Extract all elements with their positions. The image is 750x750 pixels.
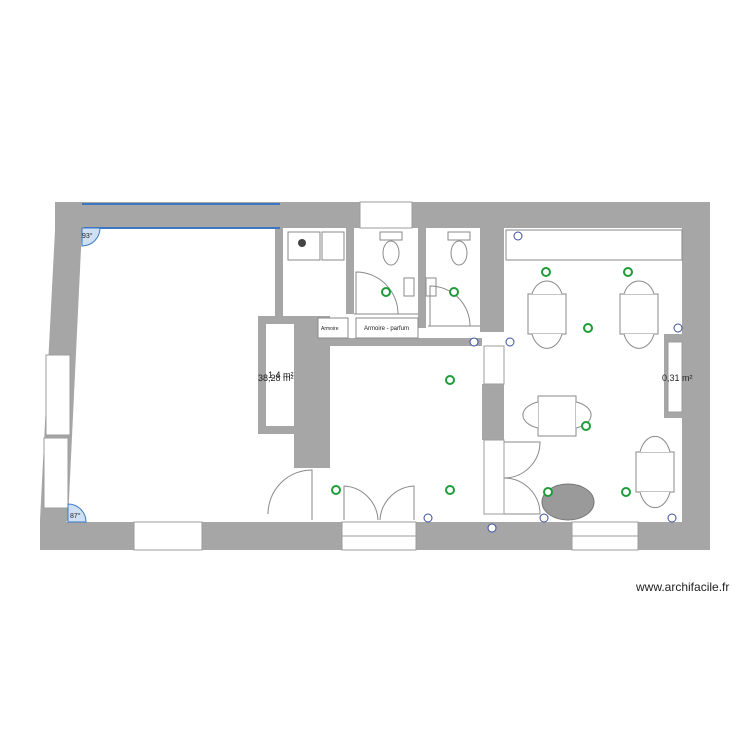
wall-inner-c xyxy=(258,316,266,434)
light-fixture-icon xyxy=(543,487,553,497)
sink-icon xyxy=(425,277,437,297)
window-top xyxy=(359,201,413,229)
doors xyxy=(267,441,541,521)
power-outlet-icon xyxy=(487,523,497,533)
table-2 xyxy=(619,293,659,335)
counter xyxy=(505,229,683,261)
door-mid-1 xyxy=(503,441,541,479)
area-label-overlap: 1,4 m² xyxy=(268,370,294,380)
window-left-1 xyxy=(45,354,71,436)
cabinet-small-label: Armoire xyxy=(321,326,339,332)
wall-inner-j xyxy=(482,384,504,440)
chair-2b xyxy=(623,333,655,349)
wall-inner-f xyxy=(320,338,482,346)
power-outlet-icon xyxy=(469,337,479,347)
watermark: www.archifacile.fr xyxy=(636,580,730,594)
light-fixture-icon xyxy=(621,487,631,497)
light-fixture-icon xyxy=(381,287,391,297)
angle-marker-bottom xyxy=(67,503,87,523)
door-wc-1 xyxy=(355,271,399,315)
wall-inner-g xyxy=(346,228,354,314)
angle-label-bottom: 87° xyxy=(70,512,81,520)
door-double-left xyxy=(343,485,379,521)
chair-4a xyxy=(639,435,671,453)
washing-unit xyxy=(287,231,321,261)
window-left-2 xyxy=(43,437,69,509)
angle-label-top: 93° xyxy=(82,232,93,240)
door-left-room xyxy=(267,469,313,515)
cabinet-large xyxy=(355,317,419,339)
table-3 xyxy=(537,395,577,437)
wall-right xyxy=(682,202,710,550)
window-mid-v1 xyxy=(483,345,505,385)
utility-room xyxy=(287,231,345,261)
chair-2a xyxy=(623,280,655,295)
wall-inner-a xyxy=(275,228,283,316)
door-double-right xyxy=(379,485,415,521)
window-bottom-1 xyxy=(133,521,203,551)
furniture xyxy=(522,280,675,521)
chair-1a xyxy=(531,280,563,295)
light-fixture-icon xyxy=(445,375,455,385)
wall-top-left xyxy=(55,202,280,228)
light-fixture-icon xyxy=(581,421,591,431)
wall-top-right xyxy=(412,202,710,228)
toilet-tank-2 xyxy=(447,231,471,241)
door-mid-2 xyxy=(503,477,541,515)
window-right xyxy=(667,341,683,413)
power-outlets xyxy=(423,231,683,533)
cabinets: Armoire Armoire - parfum xyxy=(317,317,419,339)
power-outlet-icon xyxy=(513,231,523,241)
light-fixture-icon xyxy=(541,267,551,277)
light-fixture-icon xyxy=(449,287,459,297)
wall-inner-e xyxy=(294,324,330,468)
toilet-tank-1 xyxy=(379,231,403,241)
toilet-icon xyxy=(450,240,468,266)
power-outlet-icon xyxy=(539,513,549,523)
light-fixture-icon xyxy=(623,267,633,277)
round-table xyxy=(541,483,595,521)
sink-icon xyxy=(403,277,415,297)
light-fixture-icon xyxy=(583,323,593,333)
chair-3a xyxy=(522,401,539,429)
washing-drum xyxy=(298,239,306,247)
angle-marker-top xyxy=(81,227,101,247)
cabinet-small xyxy=(317,317,349,339)
wall-inner-h xyxy=(418,228,426,328)
light-fixtures xyxy=(331,267,633,497)
chair-4b xyxy=(639,491,671,509)
power-outlet-icon xyxy=(423,513,433,523)
power-outlet-icon xyxy=(505,337,515,347)
table-4 xyxy=(635,451,675,493)
window-mid-v2 xyxy=(483,439,505,515)
power-outlet-icon xyxy=(673,323,683,333)
wall-inner-i xyxy=(480,228,504,332)
wall-inner-b xyxy=(258,316,330,324)
light-fixture-icon xyxy=(331,485,341,495)
table-1 xyxy=(527,293,567,335)
windows xyxy=(43,201,683,551)
toilet-icon xyxy=(382,240,400,266)
cabinet-large-label: Armoire - parfum xyxy=(364,326,409,332)
area-label-right: 0,31 m² xyxy=(662,373,693,383)
chair-1b xyxy=(531,333,563,349)
power-outlet-icon xyxy=(667,513,677,523)
utility-shelf xyxy=(321,231,345,261)
area-label-main: 38,28 m² xyxy=(258,373,294,383)
wc-rooms xyxy=(354,231,480,327)
wall-top-mid xyxy=(280,202,360,228)
light-fixture-icon xyxy=(445,485,455,495)
